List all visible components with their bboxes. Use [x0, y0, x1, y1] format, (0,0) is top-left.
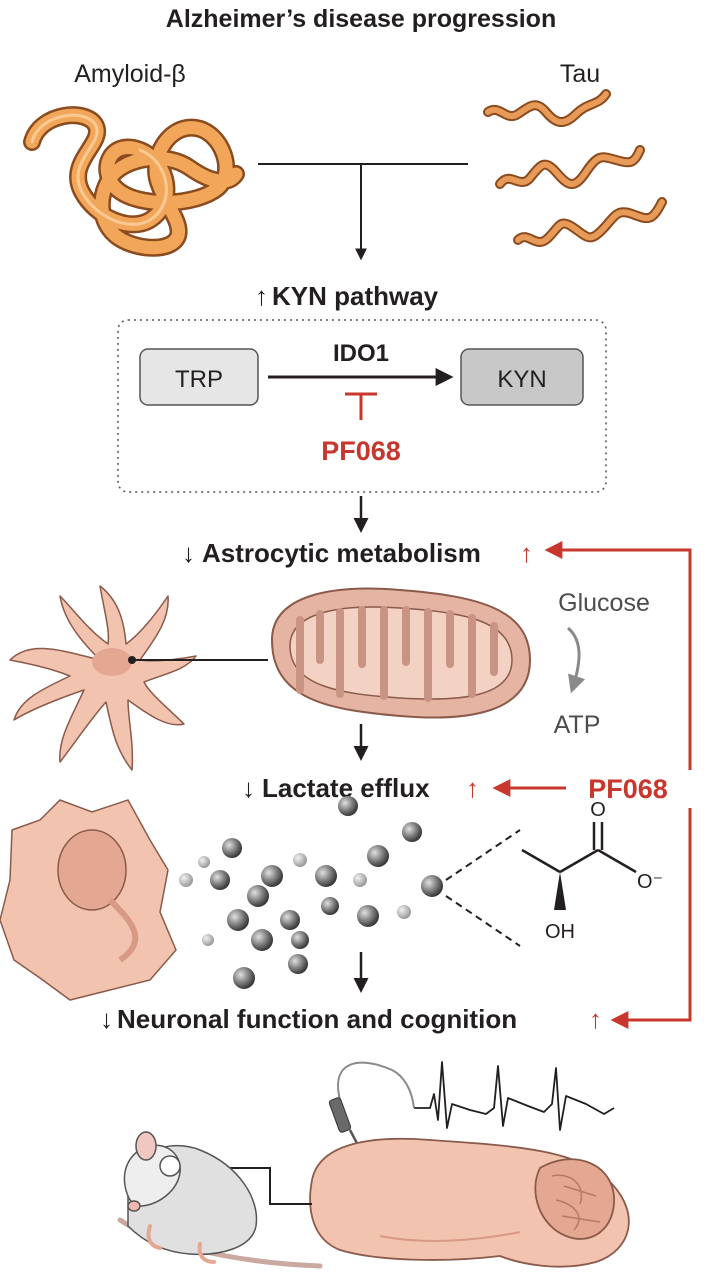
lactate-particles — [179, 796, 443, 989]
electrode-cable — [337, 1061, 415, 1109]
pf068-inhibitor-label: PF068 — [321, 436, 401, 466]
astro-up-arrow: ↑ — [520, 538, 533, 568]
diagram-title: Alzheimer’s disease progression — [166, 5, 556, 33]
kyn-pathway-box — [117, 319, 607, 493]
trp-box — [139, 348, 259, 406]
ido1-enzyme-label: IDO1 — [333, 340, 389, 367]
tau-icon — [483, 89, 667, 247]
brain-icon — [309, 1137, 630, 1268]
lactate-molecule-structure — [521, 822, 637, 910]
kyn-heading-arrow: ↑ — [255, 281, 268, 311]
tau-label: Tau — [560, 60, 600, 88]
carboxylate-oxygen-label: O⁻ — [637, 871, 663, 893]
neuron-down-arrow: ↓ — [100, 1004, 113, 1034]
amyloid-beta-icon — [23, 106, 245, 257]
lactate-down-arrow: ↓ — [242, 773, 255, 803]
mouse-icon — [117, 1131, 323, 1269]
astrocyte-cell-body-icon — [0, 799, 177, 1001]
convergence-connector — [258, 163, 468, 261]
ido1-inhibition-mark — [345, 392, 377, 420]
eeg-trace — [414, 1061, 615, 1131]
carbonyl-oxygen-label: O — [590, 799, 606, 821]
hydroxyl-group-label: OH — [545, 921, 575, 943]
neuronal-function-label: Neuronal function and cognition — [117, 1004, 517, 1034]
lactate-zoom-lines — [445, 829, 521, 947]
pf068-drug-label: PF068 — [588, 774, 668, 804]
mitochondrion-icon — [270, 587, 532, 719]
pf068-rescue-arrows — [492, 541, 692, 1029]
lactate-up-arrow: ↑ — [466, 773, 479, 803]
astro-down-arrow: ↓ — [182, 538, 195, 568]
amyloid-beta-label: Amyloid-β — [74, 60, 186, 88]
atp-label: ATP — [554, 711, 601, 739]
kyn-label: KYN — [497, 366, 546, 393]
kyn-pathway-heading: KYN pathway — [272, 281, 439, 311]
neuron-up-arrow: ↑ — [589, 1004, 602, 1034]
trp-label: TRP — [175, 366, 223, 393]
kyn-box — [460, 348, 584, 406]
glucose-label: Glucose — [558, 589, 650, 617]
glucose-to-atp-arrow — [566, 626, 586, 694]
astrocyte-icon — [9, 585, 197, 771]
astro-metabolism-label: Astrocytic metabolism — [202, 538, 481, 568]
